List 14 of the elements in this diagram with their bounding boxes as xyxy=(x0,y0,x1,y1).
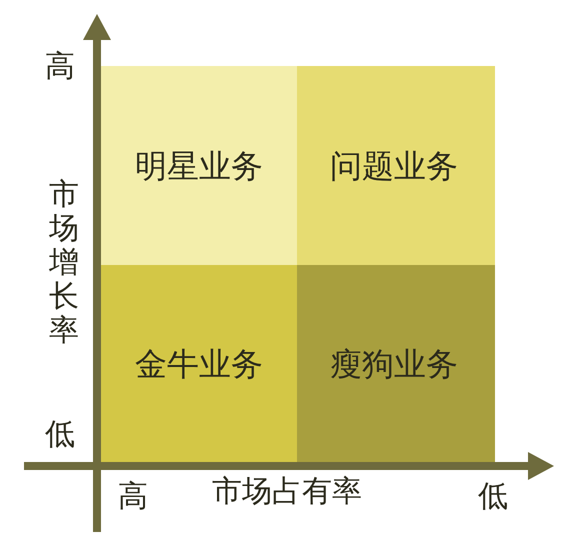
quadrant-box xyxy=(297,66,495,265)
axis-end-label: 低 xyxy=(45,420,75,450)
quadrant-box xyxy=(101,66,297,265)
axis-end-label: 高 xyxy=(45,52,75,82)
quadrant-label: 瘦狗业务 xyxy=(330,348,458,380)
quadrant-label: 明星业务 xyxy=(135,150,263,182)
axis-title: 市场占有率 xyxy=(212,477,362,507)
quadrant-box xyxy=(101,265,297,462)
axis-title: 市场增长率 xyxy=(48,178,80,348)
axis-end-label: 高 xyxy=(118,482,148,512)
quadrant-label: 金牛业务 xyxy=(135,348,263,380)
quadrant-box xyxy=(297,265,495,462)
axis-end-label: 低 xyxy=(478,482,508,512)
quadrant-label: 问题业务 xyxy=(330,150,458,182)
